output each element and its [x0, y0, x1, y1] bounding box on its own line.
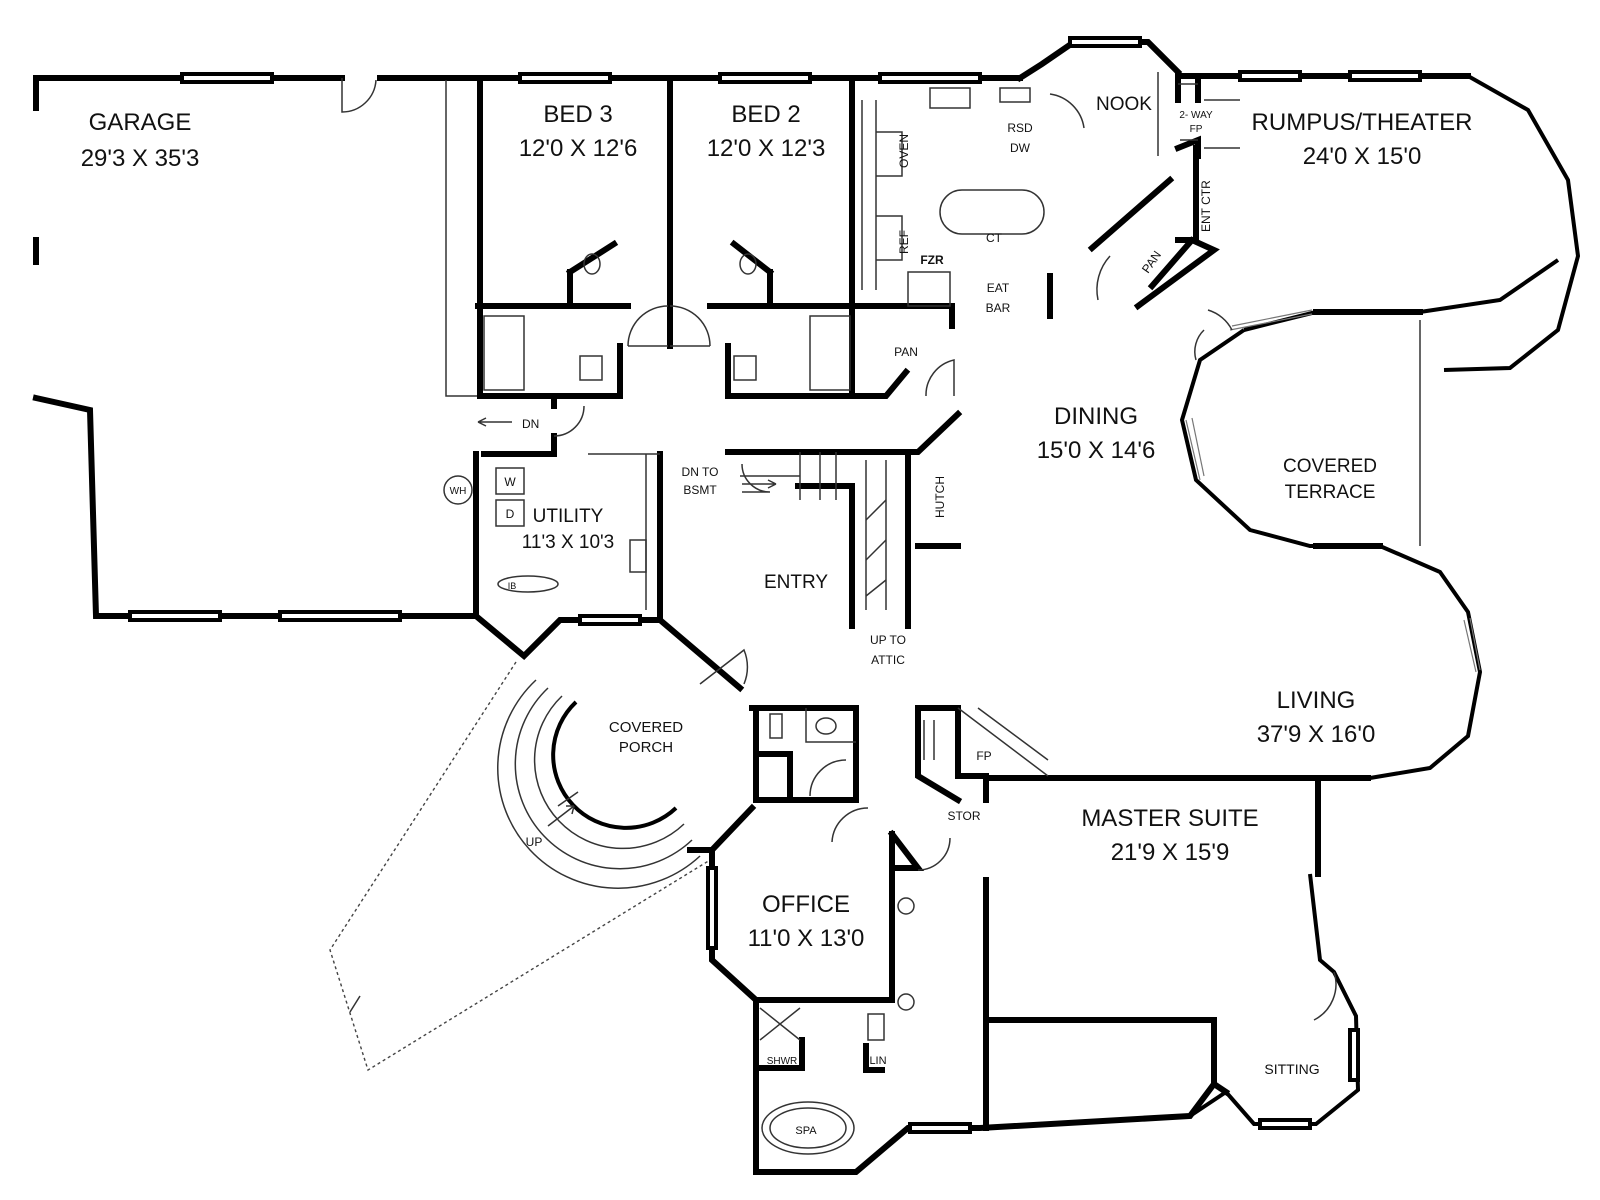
dn-arrow-icon — [477, 417, 512, 427]
rsd-label: RSD — [1007, 121, 1033, 135]
office-name: OFFICE — [762, 891, 850, 918]
rumpus-name: RUMPUS/THEATER — [1252, 109, 1473, 136]
eat-label: EAT — [987, 281, 1010, 295]
covered-porch-line1: COVERED — [609, 719, 683, 736]
spa-label: SPA — [795, 1125, 817, 1137]
garage-size: 29'3 X 35'3 — [81, 145, 200, 172]
dn-bsmt-label-1: DN TO — [682, 465, 719, 479]
ct-label: CT — [986, 231, 1003, 245]
fzr-label: FZR — [920, 253, 944, 267]
ent-ctr-label: ENT CTR — [1199, 180, 1213, 232]
master-suite-name: MASTER SUITE — [1081, 805, 1258, 832]
sitting-name: SITTING — [1264, 1061, 1319, 1077]
fixture-labels: OVEN REF RSD DW CT FZR EAT BAR PAN PAN 2… — [450, 110, 1213, 1137]
fixtures — [443, 83, 1198, 1155]
covered-terrace-line2: TERRACE — [1285, 482, 1376, 503]
dining-size: 15'0 X 14'6 — [1037, 437, 1156, 464]
interior-walls — [445, 72, 1240, 1131]
lin-label: LIN — [869, 1055, 886, 1067]
hutch-label: HUTCH — [933, 476, 947, 518]
stor-label: STOR — [947, 809, 980, 823]
wh-label: WH — [450, 486, 467, 497]
room-labels: GARAGE 29'3 X 35'3 BED 3 12'0 X 12'6 BED… — [81, 94, 1473, 1077]
two-way-label: 2- WAY — [1179, 110, 1213, 121]
entry-name: ENTRY — [764, 572, 828, 593]
dn-label: DN — [522, 417, 539, 431]
windows — [128, 36, 1481, 1134]
ib-label: IB — [508, 581, 517, 591]
dw-label: DW — [1010, 141, 1031, 155]
garage-name: GARAGE — [89, 109, 192, 136]
bed3-size: 12'0 X 12'6 — [519, 135, 638, 162]
living-name: LIVING — [1277, 687, 1356, 714]
shwr-label: SHWR — [767, 1056, 798, 1067]
kitchen-pan-label: PAN — [894, 345, 918, 359]
dn-bsmt-label-2: BSMT — [683, 483, 717, 497]
up-attic-label-1: UP TO — [870, 633, 906, 647]
covered-porch-steps — [329, 661, 711, 1072]
two-way-fp-label: FP — [1190, 124, 1203, 135]
bed2-size: 12'0 X 12'3 — [707, 135, 826, 162]
doors — [341, 78, 1337, 1021]
dining-name: DINING — [1054, 403, 1138, 430]
bsmt-arrow-icon — [742, 479, 777, 489]
nook-name: NOOK — [1096, 94, 1152, 115]
bar-label: BAR — [986, 301, 1011, 315]
office-size: 11'0 X 13'0 — [748, 925, 865, 952]
covered-terrace-line1: COVERED — [1283, 456, 1377, 477]
oven-label: OVEN — [897, 134, 911, 168]
washer-label: W — [504, 475, 516, 489]
covered-porch-line2: PORCH — [619, 739, 673, 756]
up-attic-label-2: ATTIC — [871, 653, 905, 667]
dryer-label: D — [506, 507, 515, 521]
bed2-name: BED 2 — [731, 101, 800, 128]
living-size: 37'9 X 16'0 — [1257, 721, 1376, 748]
nook-pan-label: PAN — [1139, 248, 1164, 276]
utility-name: UTILITY — [533, 506, 604, 527]
porch-up-arrow-icon — [547, 805, 575, 827]
up-label: UP — [526, 835, 543, 849]
bed3-name: BED 3 — [543, 101, 612, 128]
fp-label: FP — [976, 749, 991, 763]
ref-label: REF — [897, 230, 911, 254]
rumpus-size: 24'0 X 15'0 — [1303, 143, 1422, 170]
utility-size: 11'3 X 10'3 — [522, 532, 614, 553]
master-suite-size: 21'9 X 15'9 — [1111, 839, 1230, 866]
